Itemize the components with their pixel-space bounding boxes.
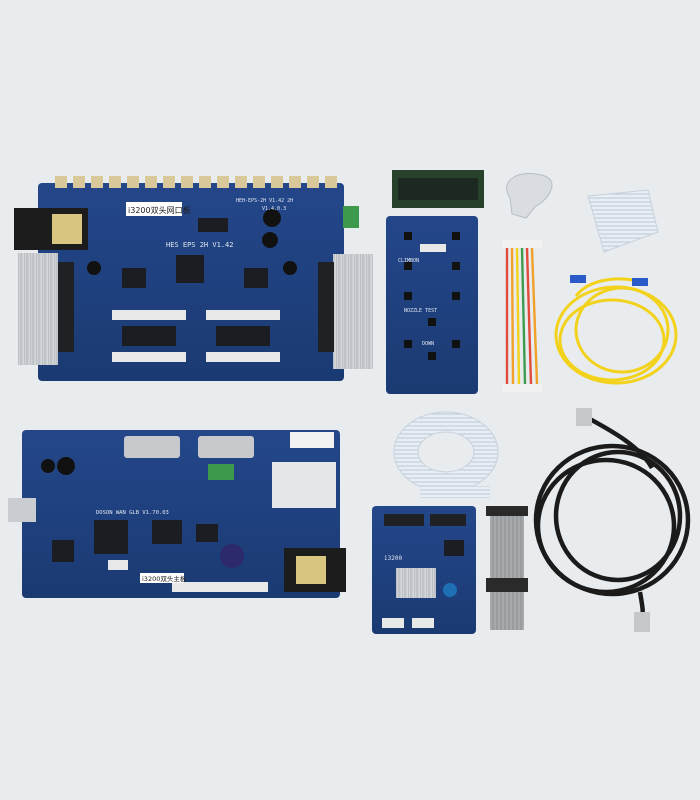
rj45-plug-bottom: [634, 612, 650, 632]
head-board: i3200双头主板 DOSON WAN GLB V1.70.03: [8, 430, 346, 598]
main-board: i3200双头网口板 HES EPS 2H V1.42 HEH-EPS-2H V…: [14, 176, 373, 381]
keypad-board: CLIMBON NOZZLE TEST DOWN: [386, 216, 478, 394]
grey-flat-cable: [506, 172, 553, 219]
fiber-connector-right: [632, 278, 648, 286]
ffc-ribbon-cable: [587, 189, 659, 253]
main-board-label: i3200双头网口板: [128, 205, 191, 215]
keypad-label-top: CLIMBON: [398, 258, 419, 264]
head-board-silk-model: DOSON WAN GLB V1.70.03: [96, 510, 169, 516]
main-board-silk-small: HEH-EPS-2H V1.42 2H: [236, 198, 293, 204]
ffc-cable-roll: [393, 411, 499, 498]
keypad-label-down: DOWN: [422, 341, 434, 347]
adapter-board: i3200: [372, 506, 476, 634]
lcd-module: [392, 170, 484, 208]
grey-idc-ribbon: [486, 506, 528, 630]
keypad-label-side: NOZZLE TEST: [404, 308, 437, 314]
rainbow-wire-harness: [502, 240, 542, 392]
adapter-board-label: i3200: [384, 555, 402, 562]
yellow-fiber-cable: [554, 277, 678, 385]
fiber-connector-left: [570, 275, 586, 283]
main-board-silk-model: HES EPS 2H V1.42: [166, 241, 233, 249]
main-board-silk-rev: V1.4.0.3: [262, 206, 286, 212]
head-board-label: i3200双头主板: [142, 574, 187, 583]
rj45-plug-top: [576, 408, 592, 426]
black-ethernet-cable: [533, 416, 691, 625]
